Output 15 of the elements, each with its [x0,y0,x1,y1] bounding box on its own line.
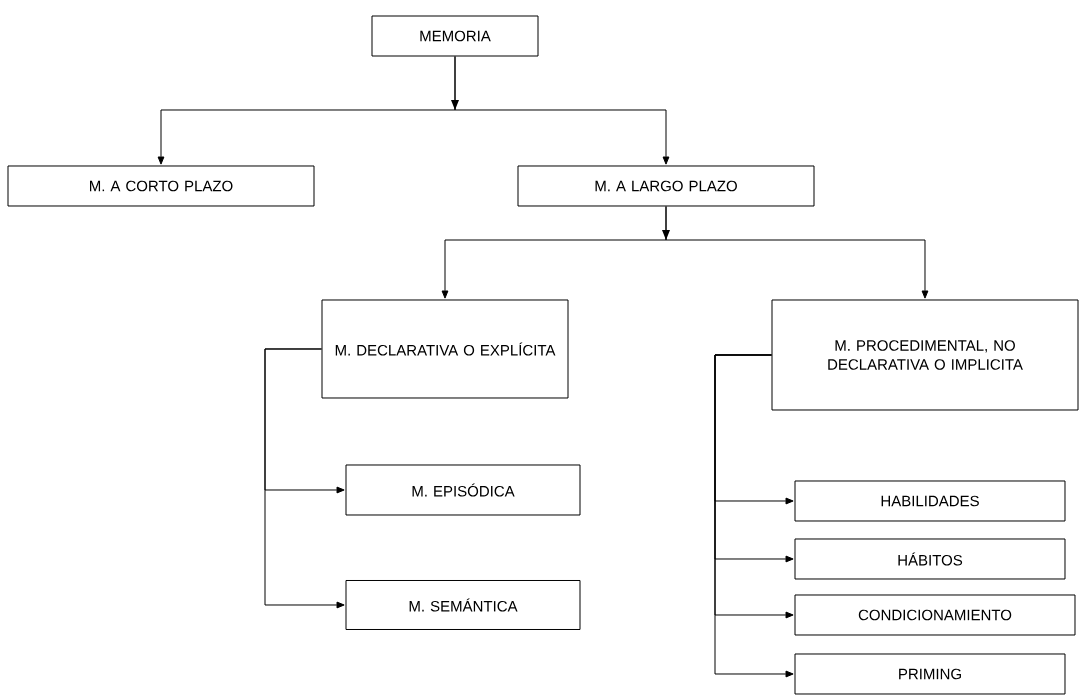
connector-arrow [665,206,929,299]
text-box: HABILIDADES [794,480,1066,522]
text-box: M. PROCEDIMENTAL, NO DECLARATIVA O IMPLICITA [771,299,1079,411]
text-box: CONDICIONAMIENTO [794,594,1076,636]
text-box: M. A LARGO PLAZO [517,165,815,207]
text-box: M. EPISÓDICA [345,464,581,516]
connector-arrow [714,354,794,678]
text-box: MEMORIA [371,15,539,57]
connector-arrow [264,348,345,609]
text-box: HÁBITOS [794,538,1066,580]
text-box: M. SEMÁNTICA [345,580,581,630]
text-box: M. A CORTO PLAZO [7,165,315,207]
text-box: PRIMING [794,653,1066,695]
text-box: M. DECLARATIVA O EXPLÍCITA [321,299,569,399]
connector-arrow [454,56,670,165]
